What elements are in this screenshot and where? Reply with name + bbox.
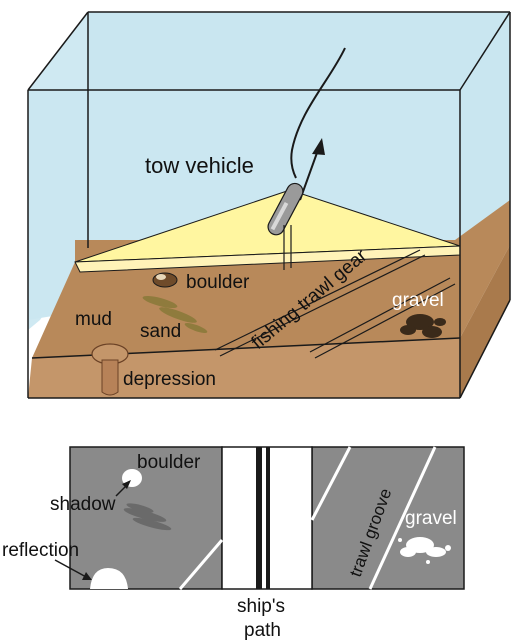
label-ships-path-1: ship's — [237, 596, 285, 617]
boulder-highlight — [156, 274, 166, 280]
tow-vehicle — [267, 182, 304, 236]
sonar-image-panel — [54, 446, 465, 590]
label-tow-vehicle: tow vehicle — [145, 153, 254, 178]
trawl-stripe-left — [178, 539, 224, 590]
reflection-arrowhead — [82, 572, 92, 580]
label-ships-path-2: path — [244, 620, 281, 641]
ship-track-line-right — [266, 447, 270, 589]
tow-cable — [290, 47, 346, 179]
ship-track-line-left — [256, 447, 262, 589]
shadow-arrowhead — [122, 480, 131, 489]
trawl-stripe-right-1 — [310, 446, 352, 521]
tank-outline — [27, 11, 511, 399]
sand-streaks — [123, 503, 172, 531]
reflection-arrow — [54, 559, 89, 579]
label-gravel-sonar: gravel — [405, 508, 457, 529]
label-boulder-sonar: boulder — [137, 452, 201, 473]
seafloor-side — [460, 245, 510, 398]
label-shadow: shadow — [50, 494, 116, 515]
trawl-marks — [214, 249, 456, 359]
direction-arrowhead — [312, 138, 325, 155]
trawl-stripe-right-2 — [368, 446, 437, 590]
gravel-patch — [400, 314, 446, 338]
label-mud: mud — [75, 309, 112, 330]
label-depression: depression — [123, 369, 216, 390]
label-boulder: boulder — [186, 272, 250, 293]
label-gravel-top: gravel — [392, 290, 444, 311]
depression — [91, 343, 129, 396]
boulder-rock — [152, 272, 178, 288]
gravel-speckle — [398, 537, 451, 564]
seafloor-scene — [27, 11, 511, 399]
reflection-blob — [90, 568, 128, 589]
label-reflection: reflection — [2, 540, 79, 561]
label-sand: sand — [140, 321, 181, 342]
seafloor-front — [28, 338, 460, 398]
sand-patches — [142, 295, 208, 333]
